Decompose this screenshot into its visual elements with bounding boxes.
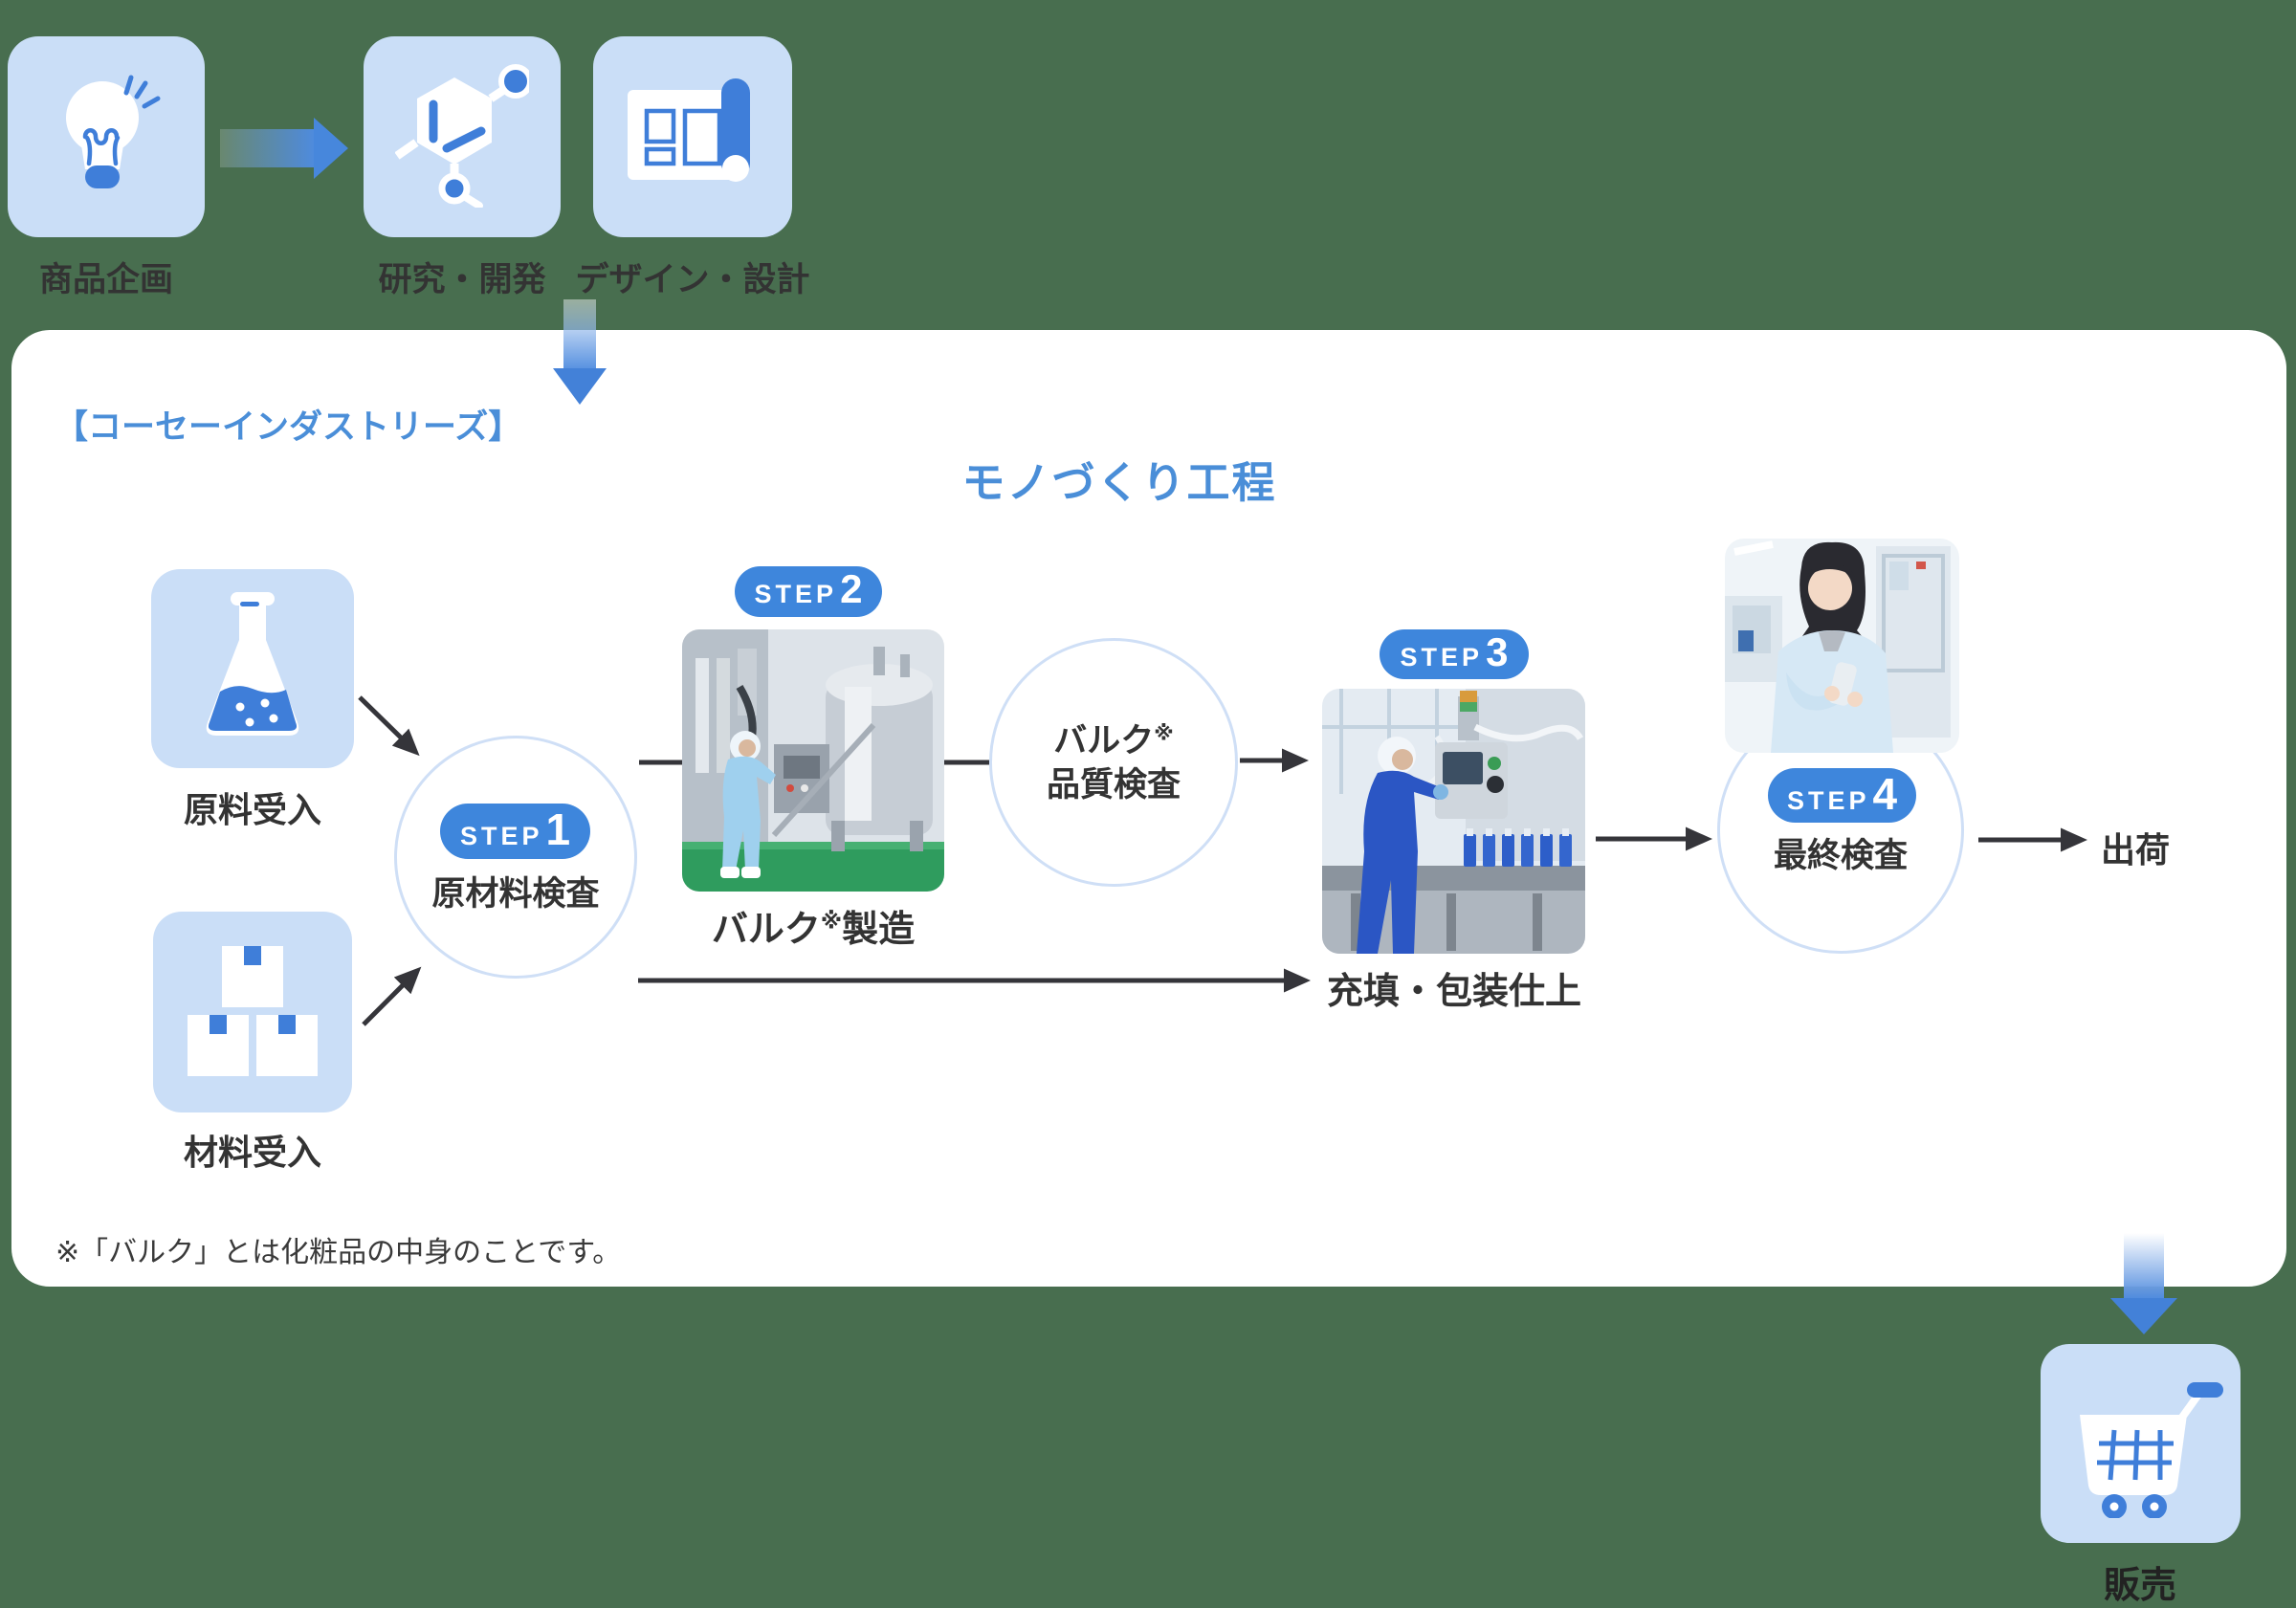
step4-photo [1725,539,1959,753]
cart-icon [2055,1365,2227,1523]
shipping-label: 出荷 [2100,830,2171,870]
sale-label: 販売 [2103,1566,2177,1606]
blueprint-icon [620,73,765,202]
bulk-footnote: ※「バルク」とは化粧品の中身のことです。 [55,1237,622,1268]
step2-photo [682,629,944,892]
raw-material-label: 原料受入 [183,790,322,829]
sale-tile [2041,1344,2241,1543]
flask-icon [181,590,324,748]
planning-label: 商品企画 [38,261,174,298]
flow-arrow-down-icon [553,299,607,405]
step4-label: 最終検査 [1773,837,1909,874]
design-tile [593,36,792,237]
step2-label: バルク※製造 [711,908,916,950]
panel-title: モノづくり工程 [961,458,1277,507]
worker-figure [720,731,776,878]
rnd-label: 研究・開発 [378,261,546,298]
planning-tile [8,36,205,237]
molecule-icon [394,62,533,212]
design-label: デザイン・設計 [575,261,810,298]
lightbulb-icon [47,70,166,205]
flow-arrow-right-icon [220,118,350,179]
step3-label: 充填・包装仕上 [1326,972,1582,1012]
packaging-material-label: 材料受入 [183,1133,322,1172]
packaging-material-tile [153,912,352,1112]
worker-figure [1357,737,1448,954]
raw-material-tile [151,569,354,768]
boxes-icon [181,938,324,1087]
rnd-tile [364,36,561,237]
inspector-figure [1771,541,1893,753]
sale-arrow-down-icon [2110,1233,2177,1334]
company-label: 【コーセーインダストリーズ】 [55,408,522,446]
bulk-quality-label: バルク※ 品質検査 [1046,722,1181,804]
step1-label: 原材料検査 [431,875,600,913]
step3-photo [1322,689,1585,954]
bulk-quality-circle [989,638,1238,887]
